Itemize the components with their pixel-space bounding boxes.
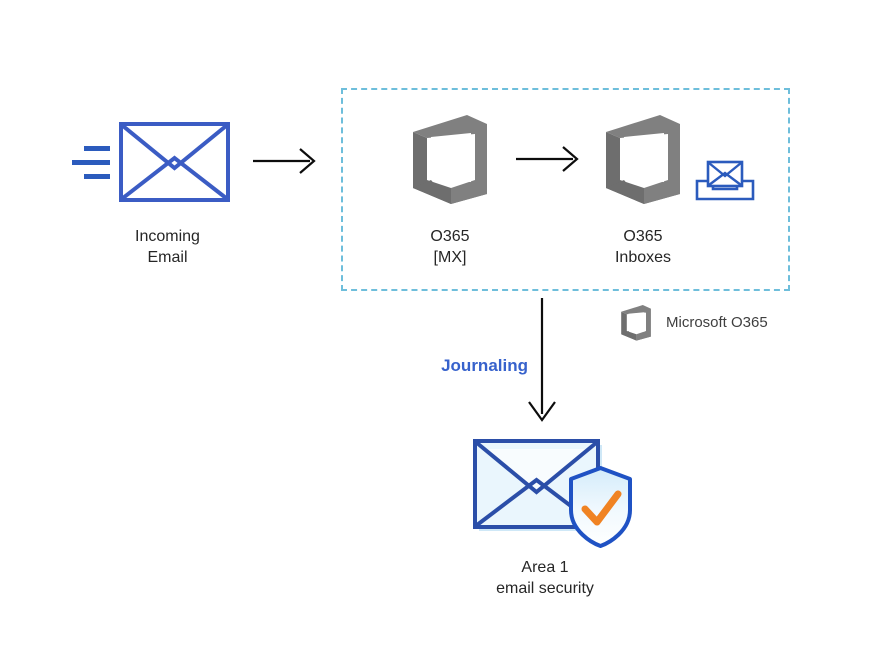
office-logo-icon [606, 115, 680, 204]
arrow-mx-to-inboxes [516, 146, 579, 172]
incoming-email-node [70, 112, 240, 212]
area1-node [466, 432, 636, 550]
incoming-email-label: Incoming Email [135, 228, 200, 266]
area1-label: Area 1 email security [496, 559, 594, 597]
email-shield-icon [473, 439, 632, 548]
arrow-inboxes-to-area1 [528, 298, 556, 422]
inbox-tray-icon [695, 160, 755, 201]
arrow-incoming-to-mx [253, 148, 316, 174]
o365-inboxes-label: O365 Inboxes [614, 228, 672, 266]
microsoft-o365-zone [341, 88, 790, 291]
legend-item-label: Microsoft O365 [666, 314, 768, 331]
o365-mx-node [405, 110, 495, 210]
o365-inboxes-node [598, 110, 688, 210]
journaling-label: Journaling [441, 356, 528, 375]
legend: Microsoft O365 [618, 303, 798, 343]
office-logo-icon [621, 305, 651, 341]
envelope-icon [72, 122, 230, 202]
o365-mx-label: O365 [MX] [430, 228, 470, 266]
office-logo-icon [413, 115, 487, 204]
